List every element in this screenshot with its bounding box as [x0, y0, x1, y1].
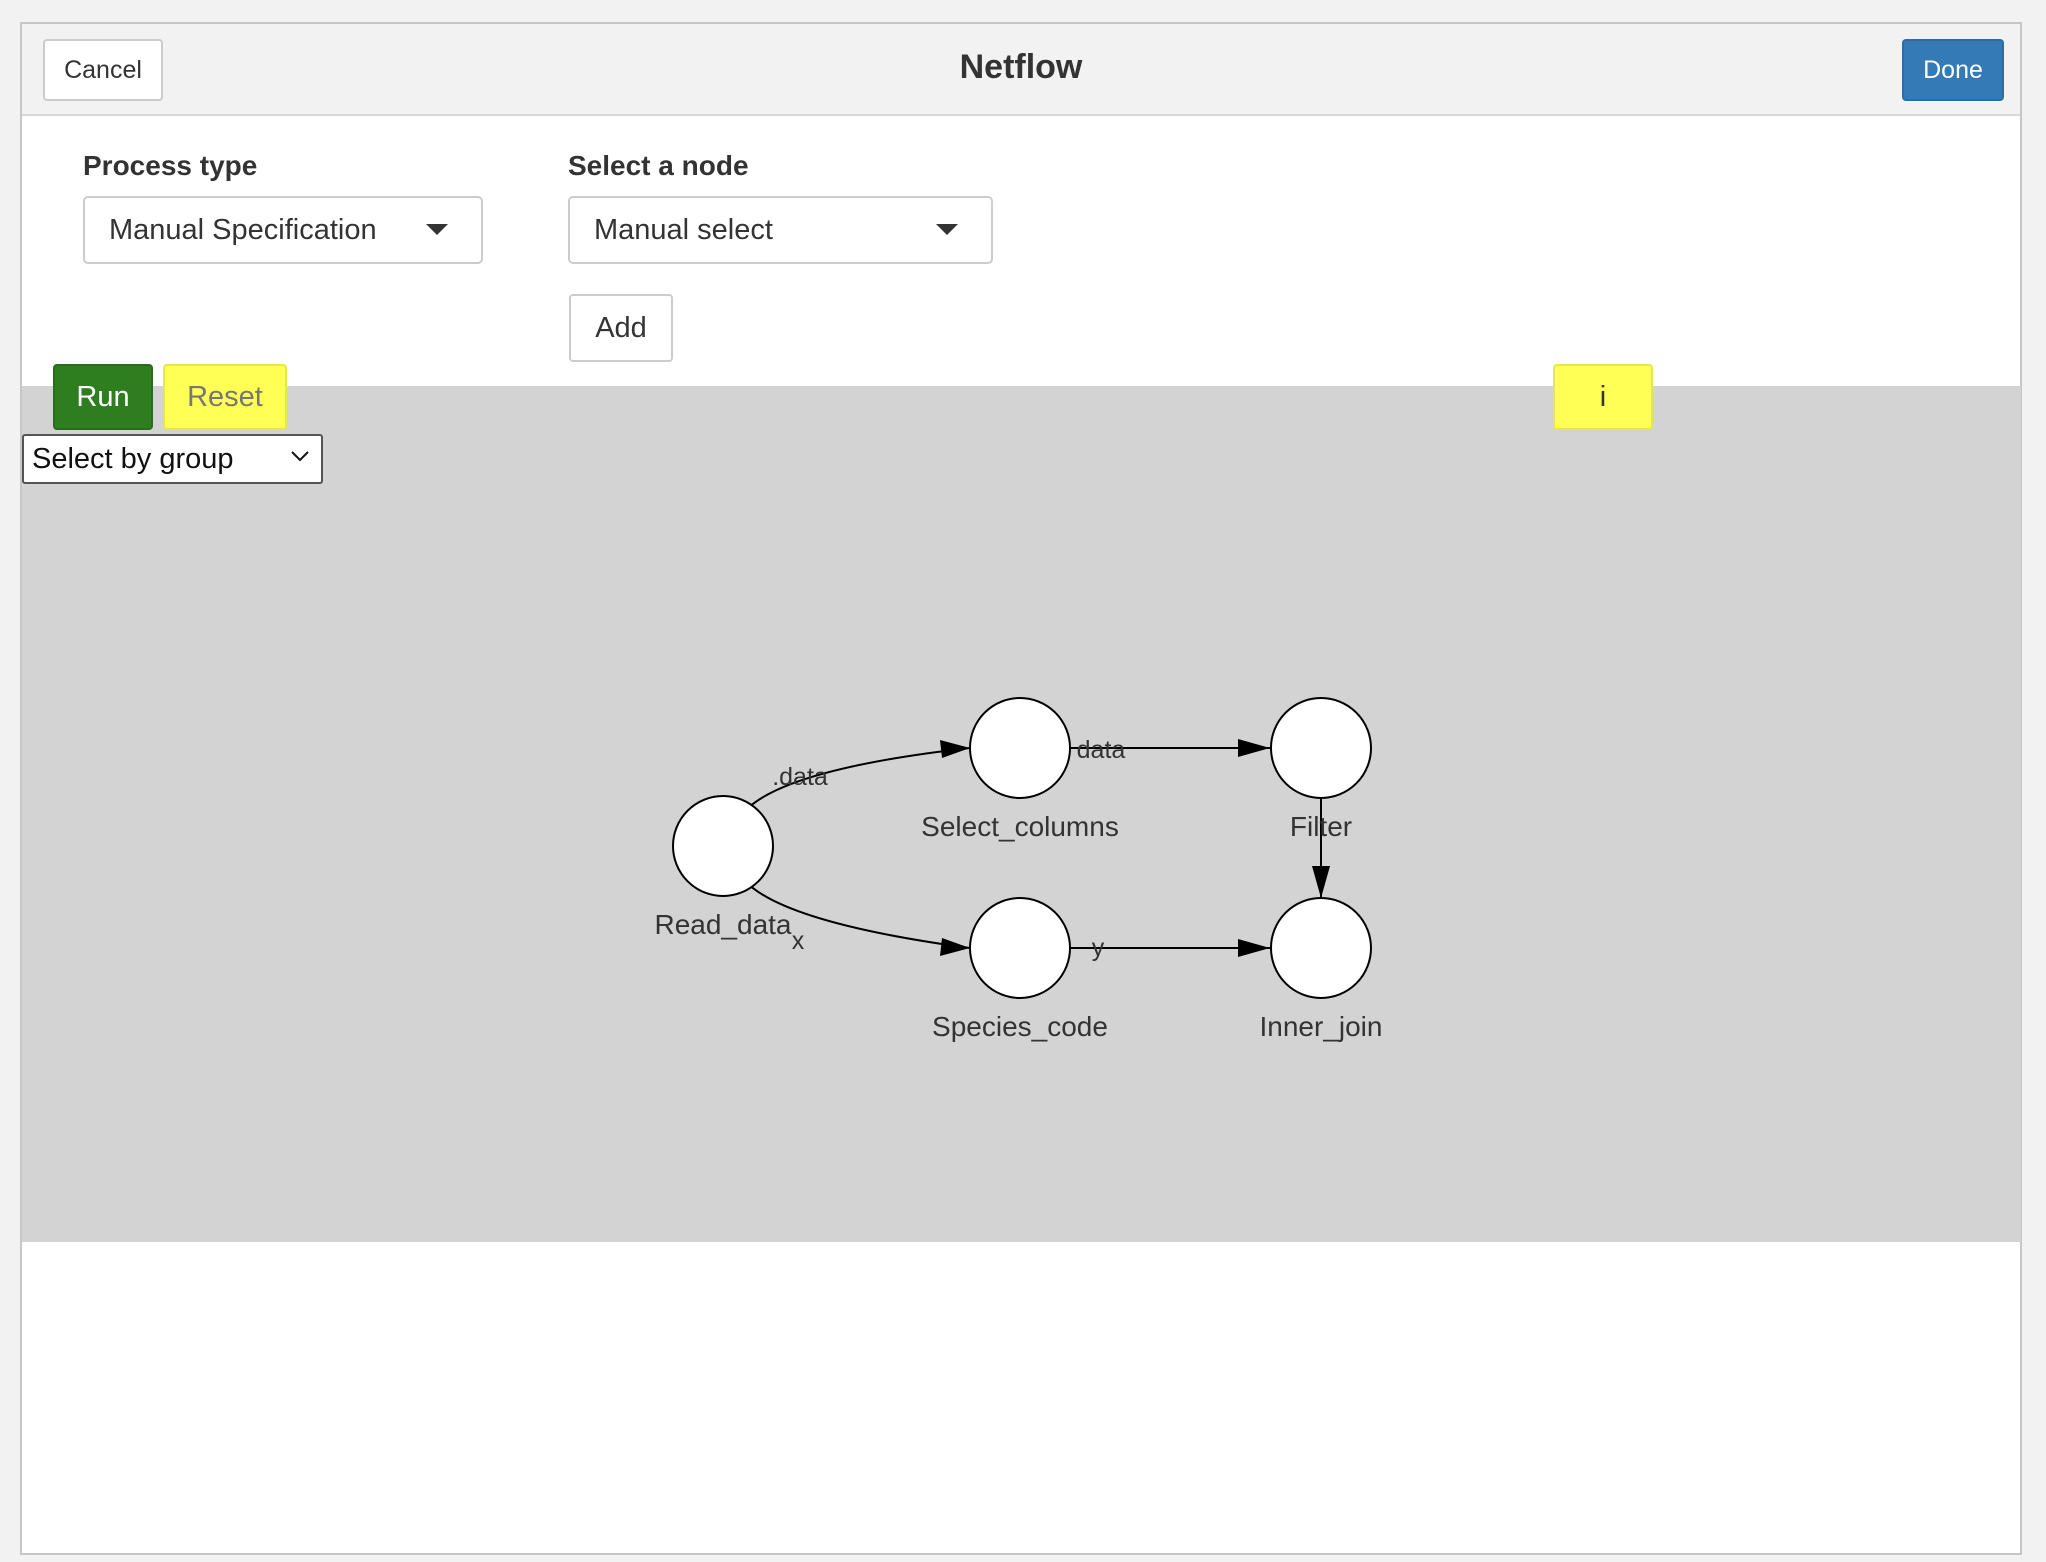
node-label: Select_columns	[921, 811, 1119, 842]
done-button[interactable]: Done	[1902, 39, 2004, 101]
netflow-dialog: Cancel Netflow Done Process type Manual …	[20, 22, 2022, 1555]
node-label: Read_data	[654, 909, 791, 940]
edge-read-data-to-species-code	[747, 883, 971, 949]
graph-node-species-code[interactable]: Species_code	[932, 897, 1108, 1042]
arrowhead	[940, 938, 970, 956]
graph-canvas[interactable]: .data x data y Read_data Select_columns …	[22, 386, 2021, 1242]
caret-down-icon	[936, 224, 958, 235]
arrowhead	[1312, 866, 1330, 898]
graph-node-read-data[interactable]: Read_data	[654, 795, 792, 940]
caret-down-icon	[426, 224, 448, 235]
chevron-down-icon	[291, 451, 309, 462]
node-select-value: Manual select	[594, 214, 773, 246]
graph-node-inner-join[interactable]: Inner_join	[1260, 897, 1383, 1042]
dialog-header: Cancel Netflow Done	[22, 24, 2020, 116]
select-by-group-value: Select by group	[32, 443, 234, 475]
graph-node-select-columns[interactable]: Select_columns	[921, 697, 1119, 842]
edge-read-data-to-select-columns	[747, 747, 971, 809]
reset-button[interactable]: Reset	[163, 364, 287, 430]
run-button[interactable]: Run	[53, 364, 153, 430]
add-node-button[interactable]: Add	[569, 294, 673, 362]
edge-label: x	[792, 927, 805, 955]
cancel-button[interactable]: Cancel	[43, 39, 163, 101]
node-select[interactable]: Manual select	[568, 196, 993, 264]
process-type-select[interactable]: Manual Specification	[83, 196, 483, 264]
arrowhead	[1238, 739, 1270, 757]
node-label: Inner_join	[1260, 1011, 1383, 1042]
dialog-title: Netflow	[959, 48, 1083, 86]
network-graph: .data x data y Read_data Select_columns …	[654, 697, 1383, 1042]
arrowhead	[1238, 939, 1270, 957]
graph-node-filter[interactable]: Filter	[1270, 697, 1372, 842]
select-node-label: Select a node	[568, 150, 749, 181]
node-label: Species_code	[932, 1011, 1108, 1042]
arrowhead	[940, 740, 970, 758]
edge-label: .data	[772, 763, 828, 791]
select-by-group-dropdown[interactable]: Select by group	[22, 434, 323, 484]
edge-label: data	[1077, 736, 1126, 764]
node-label: Filter	[1290, 811, 1352, 842]
process-type-value: Manual Specification	[109, 214, 377, 246]
process-type-label: Process type	[83, 150, 258, 181]
edge-label: y	[1092, 934, 1105, 962]
info-button[interactable]: i	[1553, 364, 1653, 430]
